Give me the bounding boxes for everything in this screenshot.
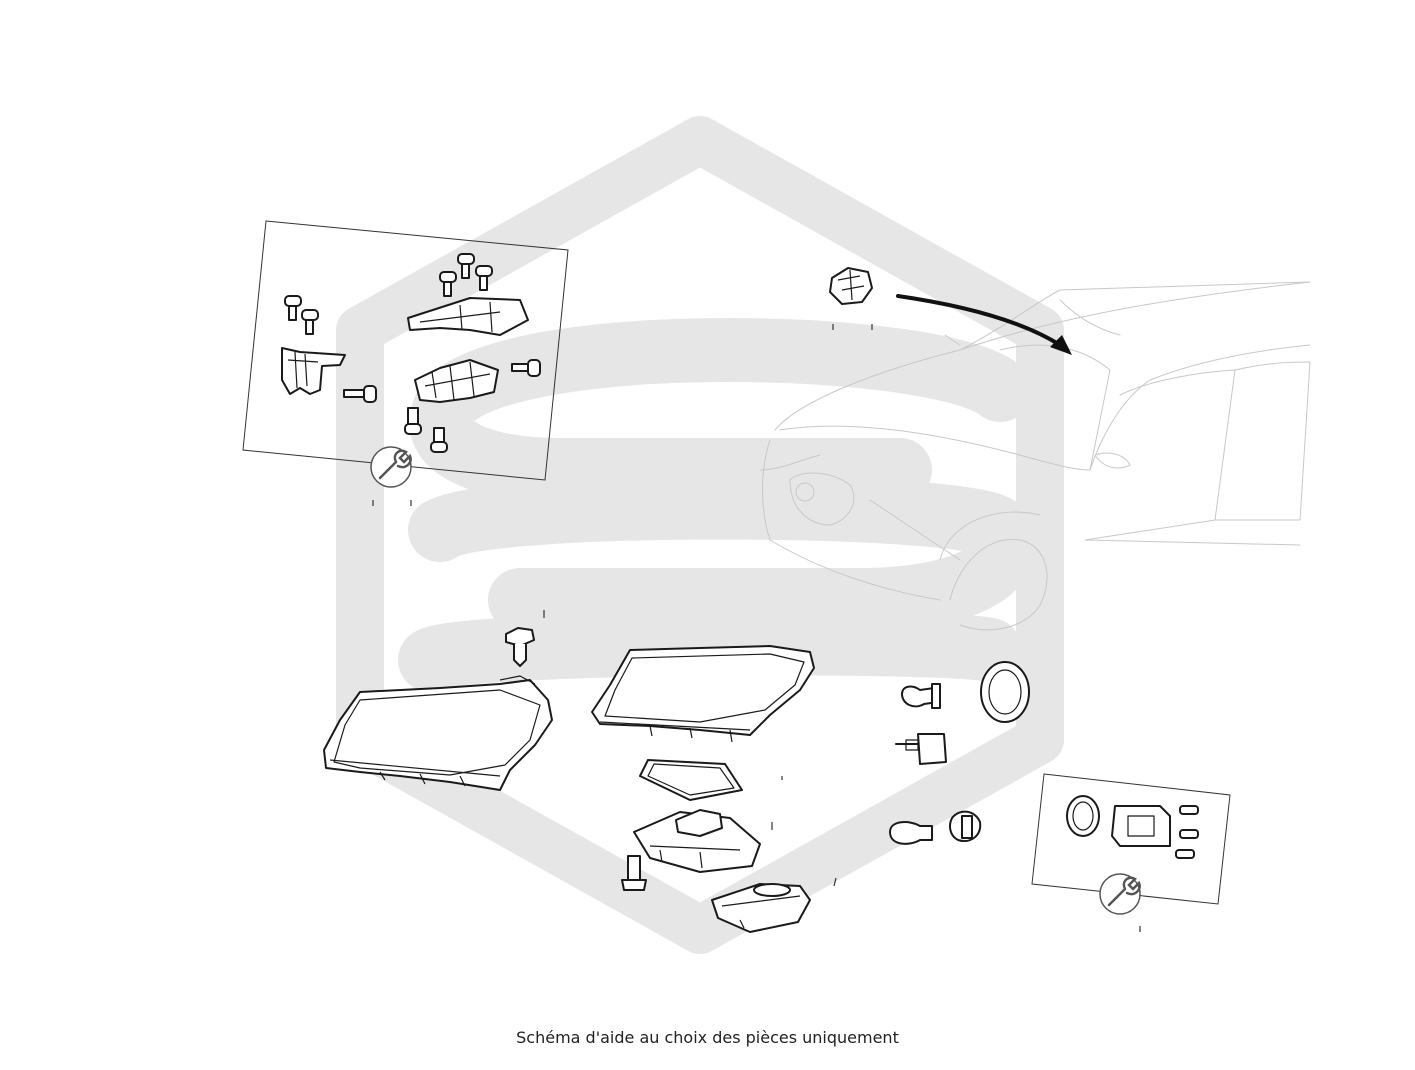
mounting-screw bbox=[505, 610, 545, 667]
screw-set bbox=[1175, 805, 1199, 859]
xenon-ballast bbox=[633, 809, 773, 873]
left-headlamp bbox=[323, 675, 553, 791]
control-module bbox=[711, 877, 837, 933]
lens-gasket bbox=[639, 759, 783, 801]
location-arrow bbox=[896, 294, 1072, 355]
repair-kit-box bbox=[1031, 773, 1231, 932]
diagram-caption: Schéma d'aide au choix des pièces unique… bbox=[516, 1028, 899, 1047]
screw-set bbox=[284, 253, 541, 453]
brand-logo-watermark bbox=[336, 116, 1064, 954]
bulb-set bbox=[889, 683, 982, 845]
headlamp-cap bbox=[980, 661, 1030, 723]
car-outline bbox=[759, 281, 1311, 631]
wrench-icon bbox=[1107, 876, 1141, 907]
right-headlamp bbox=[591, 645, 815, 743]
ballast-bolt bbox=[621, 855, 647, 891]
wrench-icon bbox=[378, 449, 412, 480]
bracket-kit-box bbox=[242, 220, 569, 506]
connector-part bbox=[829, 267, 873, 330]
